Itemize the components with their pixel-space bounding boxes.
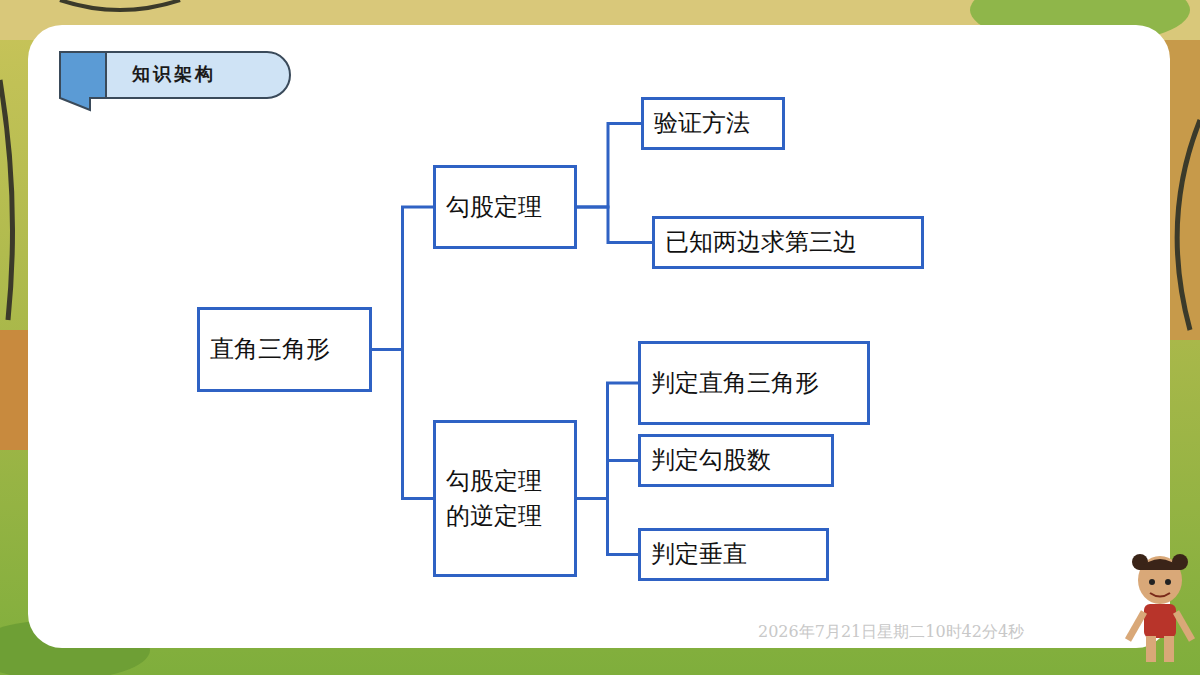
tree-connector bbox=[577, 499, 638, 555]
tree-connector bbox=[577, 124, 641, 208]
timestamp-watermark: 2026年7月21日星期二10时42分4秒 bbox=[758, 622, 1024, 643]
cartoon-character bbox=[1128, 554, 1192, 662]
tree-connector bbox=[577, 383, 638, 499]
node-label: 判定直角三角形 bbox=[651, 366, 857, 401]
branch-box: 勾股定理的逆定理 bbox=[433, 420, 577, 577]
vine bbox=[60, 0, 180, 10]
node-label: 直角三角形 bbox=[210, 332, 359, 367]
node-label: 判定垂直 bbox=[651, 537, 816, 572]
leaf-box: 验证方法 bbox=[641, 97, 785, 150]
vine bbox=[0, 80, 13, 320]
branch-box: 勾股定理 bbox=[433, 165, 577, 249]
tree-connector bbox=[372, 207, 433, 350]
tree-connector bbox=[577, 207, 652, 243]
content-panel bbox=[28, 25, 1170, 648]
vine bbox=[1177, 120, 1200, 330]
title-tab-marker bbox=[60, 52, 106, 110]
node-label: 勾股定理 bbox=[446, 190, 564, 225]
leaf-box: 已知两边求第三边 bbox=[652, 216, 924, 269]
node-label: 勾股定理的逆定理 bbox=[446, 464, 564, 534]
leaf-box: 判定垂直 bbox=[638, 528, 829, 581]
tree-connector bbox=[577, 461, 638, 499]
slide-title: 知识架构 bbox=[132, 62, 216, 86]
leaf-box: 判定直角三角形 bbox=[638, 341, 870, 425]
node-label: 判定勾股数 bbox=[651, 443, 821, 478]
node-label: 已知两边求第三边 bbox=[665, 225, 911, 260]
tree-connector bbox=[372, 350, 433, 499]
node-label: 验证方法 bbox=[654, 106, 772, 141]
leaf-box: 判定勾股数 bbox=[638, 434, 834, 487]
root-box: 直角三角形 bbox=[197, 307, 372, 392]
